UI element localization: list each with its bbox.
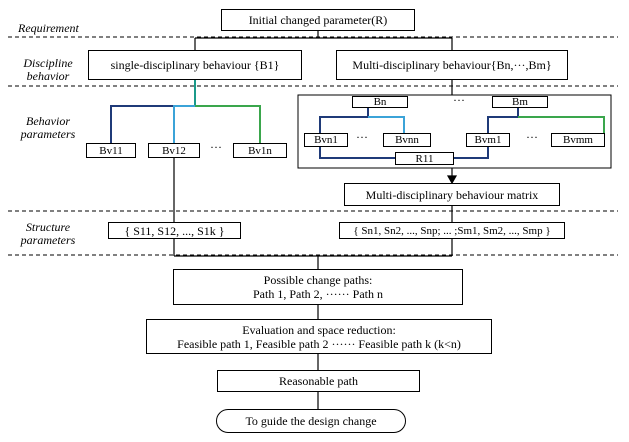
label-behavior-line1: Behavior: [26, 114, 70, 128]
top-connectors: [194, 31, 453, 50]
bvm-ellipsis: ···: [526, 130, 538, 144]
label-structure: Structure parameters: [16, 221, 80, 247]
guide-design-change-box: To guide the design change: [216, 409, 406, 433]
r11-box: R11: [395, 152, 454, 165]
label-behavior-line2: parameters: [20, 127, 76, 141]
bv12-box: Bv12: [148, 143, 200, 158]
possible-paths-title: Possible change paths:: [263, 273, 373, 287]
possible-paths-box: Possible change paths: Path 1, Path 2, ·…: [173, 269, 463, 305]
section-dividers: [8, 36, 618, 256]
single-tree: [110, 80, 261, 143]
bvm1-box: Bvm1: [466, 133, 510, 147]
label-requirement: Requirement: [18, 21, 79, 35]
bvn1-box: Bvn1: [304, 133, 348, 147]
multi-structure-params-box: { Sn1, Sn2, ..., Snp; ... ;Sm1, Sm2, ...…: [339, 222, 565, 239]
bm-box: Bm: [492, 96, 548, 108]
evaluation-box: Evaluation and space reduction: Feasible…: [146, 319, 492, 354]
label-behavior: Behavior parameters: [16, 115, 80, 141]
label-discipline-line1: Discipline: [23, 56, 73, 70]
bv1n-box: Bv1n: [233, 143, 287, 158]
initial-parameter-box: Initial changed parameter(R): [221, 9, 415, 31]
evaluation-title: Evaluation and space reduction:: [242, 322, 396, 337]
single-behaviour-box: single-disciplinary behaviour {B1}: [88, 50, 302, 80]
single-ellipsis: ···: [210, 140, 222, 154]
bvn-ellipsis: ···: [356, 130, 368, 144]
multi-behaviour-box: Multi-disciplinary behaviour{Bn,···,Bm}: [336, 50, 568, 80]
evaluation-list: Feasible path 1, Feasible path 2 ······ …: [177, 336, 461, 351]
possible-paths-list: Path 1, Path 2, ······ Path n: [253, 287, 383, 301]
bvnn-box: Bvnn: [383, 133, 431, 147]
flow-connectors: [173, 158, 458, 409]
arrow-head: [446, 175, 458, 185]
bn-box: Bn: [352, 96, 408, 108]
behaviour-matrix-box: Multi-disciplinary behaviour matrix: [344, 183, 560, 206]
label-structure-line1: Structure: [25, 220, 71, 234]
label-discipline: Discipline behavior: [18, 57, 78, 83]
bv11-box: Bv11: [86, 143, 136, 158]
label-discipline-line2: behavior: [26, 69, 70, 83]
single-structure-params-box: { S11, S12, ..., S1k }: [108, 222, 241, 239]
reasonable-path-box: Reasonable path: [217, 370, 420, 392]
bvmm-box: Bvmm: [551, 133, 605, 147]
multi-container: [297, 94, 612, 169]
label-structure-line2: parameters: [20, 233, 76, 247]
multi-tree: [319, 108, 605, 159]
b-ellipsis: ···: [453, 93, 465, 107]
